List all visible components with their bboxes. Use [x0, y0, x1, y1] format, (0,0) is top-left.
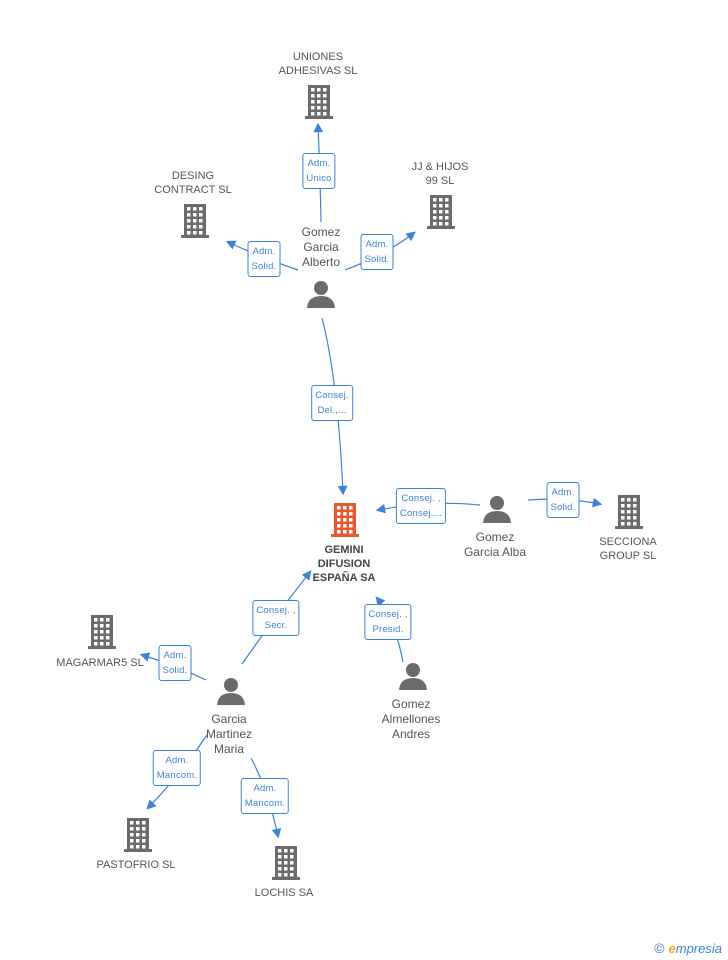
- node-label-desing[interactable]: DESING CONTRACT SL: [154, 170, 232, 196]
- person-icon-gomez_andres[interactable]: [399, 663, 427, 690]
- node-label-magarmar[interactable]: MAGARMAR5 SL: [56, 657, 144, 669]
- edge-label-adm-solid-jj[interactable]: Adm. Solid.: [360, 234, 394, 270]
- node-label-pastofrio[interactable]: PASTOFRIO SL: [96, 859, 176, 871]
- edge-label-adm-solid-secciona[interactable]: Adm. Solid.: [546, 482, 580, 518]
- edge-label-adm-mancom-lochis[interactable]: Adm. Mancom.: [240, 778, 290, 814]
- brand-logo-text: mpresia: [675, 941, 722, 956]
- building-icon-pastofrio[interactable]: [124, 818, 152, 852]
- building-icon-magarmar[interactable]: [88, 615, 116, 649]
- building-icon-gemini[interactable]: [331, 503, 359, 537]
- node-label-gomez-alberto[interactable]: Gomez Garcia Alberto: [301, 225, 341, 269]
- edge-label-adm-mancom-pastofrio[interactable]: Adm. Mancom.: [152, 750, 202, 786]
- node-label-gomez-alba[interactable]: Gomez Garcia Alba: [463, 530, 527, 559]
- edge-label-consej-presid[interactable]: Consej. , Presid.: [364, 604, 412, 640]
- building-icon-uniones[interactable]: [305, 85, 333, 119]
- node-label-gemini[interactable]: GEMINI DIFUSION ESPAÑA SA: [312, 544, 376, 584]
- person-icon-gomez_alberto[interactable]: [307, 281, 335, 308]
- node-label-lochis[interactable]: LOCHIS SA: [254, 887, 314, 899]
- edge-label-consej-del[interactable]: Consej. Del.,...: [311, 385, 353, 421]
- person-icon-garcia_maria[interactable]: [217, 678, 245, 705]
- building-icon-jj[interactable]: [427, 195, 455, 229]
- edge-label-adm-unico[interactable]: Adm. Unico: [302, 153, 336, 189]
- edge-label-adm-solid-magarmar[interactable]: Adm. Solid.: [158, 645, 192, 681]
- empresia-footer: ©empresia: [654, 940, 722, 956]
- building-icon-secciona[interactable]: [615, 495, 643, 529]
- node-label-gomez-andres[interactable]: Gomez Almellones Andres: [381, 697, 441, 741]
- edge-label-adm-solid-desing[interactable]: Adm. Solid.: [247, 241, 281, 277]
- node-label-garcia-maria[interactable]: Garcia Martinez Maria: [205, 712, 253, 756]
- edge-label-consej-consej[interactable]: Consej. , Consej....: [395, 488, 447, 524]
- building-icon-desing[interactable]: [181, 204, 209, 238]
- edge-label-consej-secr[interactable]: Consej. , Secr.: [252, 600, 300, 636]
- copyright-icon: ©: [654, 940, 665, 956]
- building-icon-lochis[interactable]: [272, 846, 300, 880]
- node-label-secciona[interactable]: SECCIONA GROUP SL: [599, 536, 657, 562]
- person-icon-gomez_alba[interactable]: [483, 496, 511, 523]
- node-label-uniones[interactable]: UNIONES ADHESIVAS SL: [278, 51, 358, 77]
- node-label-jj[interactable]: JJ & HIJOS 99 SL: [411, 161, 469, 187]
- brand-logo-initial: e: [668, 941, 676, 956]
